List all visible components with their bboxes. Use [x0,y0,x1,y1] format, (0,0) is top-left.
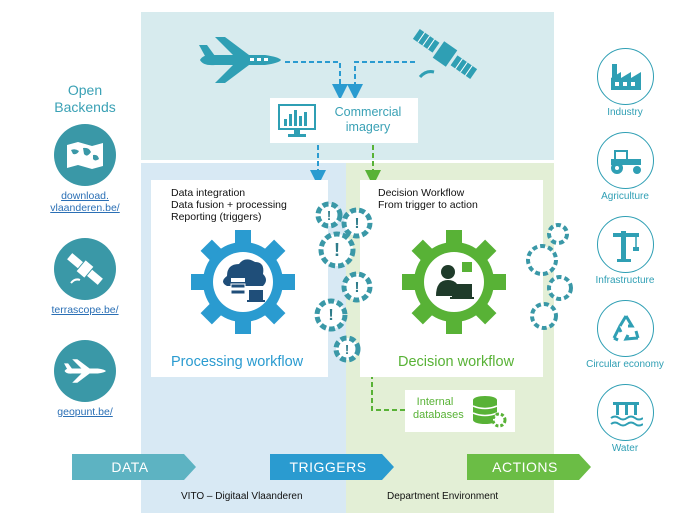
download-backend-circle[interactable] [54,124,116,186]
open-backends-title: Open Backends [40,82,130,116]
airplane-icon [199,37,281,83]
download-link-line2[interactable]: vlaanderen.be/ [50,202,120,214]
svg-text:!: ! [345,342,349,357]
geopunt-backend-circle[interactable] [54,340,116,402]
decision-gear-icon [402,230,506,334]
commercial-imagery-box: Commercial imagery [270,98,418,143]
infrastructure-circle[interactable] [597,216,654,273]
svg-text:!: ! [334,240,340,260]
svg-text:!: ! [327,208,331,223]
processing-workflow-box: Data integration Data fusion + processin… [151,180,328,377]
infrastructure-label: Infrastructure [595,275,655,286]
decision-workflow-title: Decision workflow [398,354,515,370]
industry-circle[interactable] [597,48,654,105]
processing-line-2: Data fusion + processing [171,199,287,211]
processing-description: Data integration Data fusion + processin… [171,187,287,223]
industry-label: Industry [607,107,643,118]
airplane-icon [64,359,106,383]
agriculture-circle[interactable] [597,132,654,189]
factory-icon [610,63,641,90]
recycle-icon [612,314,639,341]
processing-workflow-title: Processing workflow [171,354,304,370]
terrascope-link[interactable]: terrascope.be/ [40,304,130,316]
actions-banner-shape [467,454,591,480]
decision-line-2: From trigger to action [378,199,478,211]
footer-department: Department Environment [387,491,499,502]
water-icon [609,401,643,426]
geopunt-link[interactable]: geopunt.be/ [40,406,130,418]
terrascope-backend-circle[interactable] [54,238,116,300]
geopunt-link-label[interactable]: geopunt.be/ [57,406,113,418]
svg-text:!: ! [355,279,360,296]
satellite-icon [67,253,103,285]
open-backends-title-line1: Open [67,82,103,98]
circular-economy-label: Circular economy [586,359,664,370]
internal-databases-line2: databases [413,409,464,421]
water-circle[interactable] [597,384,654,441]
agriculture-label: Agriculture [601,191,649,202]
crane-icon [612,230,639,262]
internal-databases-label: Internal databases [413,396,464,422]
footer-vito: VITO – Digitaal Vlaanderen [181,491,303,502]
download-vlaanderen-link[interactable]: download. vlaanderen.be/ [40,190,130,214]
commercial-imagery-label: Commercial imagery [322,105,414,135]
svg-text:!: ! [355,215,360,232]
monitor-chart-icon [278,104,316,137]
triggers-banner-shape [270,454,394,480]
decision-description: Decision Workflow From trigger to action [378,187,478,211]
commercial-imagery-line2: imagery [345,120,391,134]
terrascope-link-label[interactable]: terrascope.be/ [51,304,119,316]
action-gears-cluster [526,223,573,330]
decision-line-1: Decision Workflow [378,187,465,199]
tractor-icon [610,149,641,174]
triggers-banner: TRIGGERS [289,459,367,475]
circular-economy-circle[interactable] [597,300,654,357]
internal-databases-box: Internal databases [405,390,515,432]
trigger-gears-cluster: ! ! ! ! ! ! [314,201,373,363]
processing-line-1: Data integration [171,187,246,199]
processing-line-3: Reporting (triggers) [171,211,262,223]
decision-workflow-box: Decision Workflow From trigger to action… [360,180,543,377]
data-banner-shape [72,454,196,480]
download-link-line1[interactable]: download. [61,190,109,202]
data-banner: DATA [111,459,149,475]
open-backends-title-line2: Backends [54,99,116,115]
map-icon [67,142,103,169]
commercial-imagery-line1: Commercial [334,105,402,119]
internal-databases-line1: Internal [416,396,454,408]
satellite-icon [412,29,478,79]
database-gear-icon [472,396,507,428]
processing-gear-icon [191,230,295,334]
svg-text:!: ! [328,307,333,324]
actions-banner: ACTIONS [492,459,558,475]
water-label: Water [611,443,639,454]
